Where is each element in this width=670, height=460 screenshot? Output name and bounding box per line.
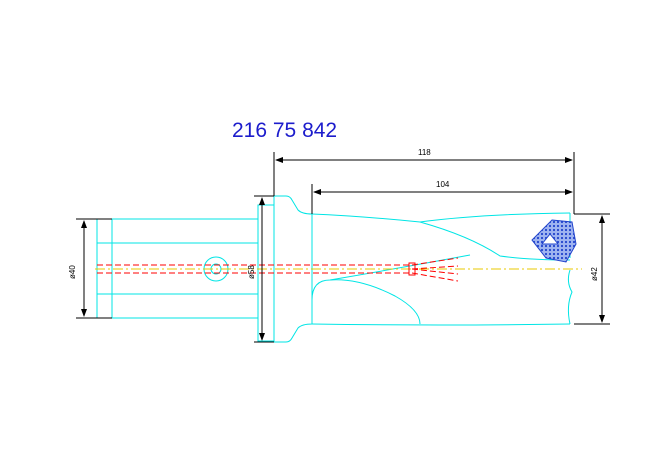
dim-drill-diameter: ø42: [590, 267, 599, 281]
dim-flange-diameter: ø58: [247, 265, 256, 279]
tool-outline: [96, 195, 573, 343]
dimension-lines: [76, 152, 610, 343]
coolant-channels: [97, 257, 459, 282]
part-number: 216 75 842: [232, 119, 337, 142]
dim-overall-length: 118: [418, 148, 431, 157]
coolant-junction: [408, 262, 416, 276]
dim-body-length: 104: [436, 180, 450, 189]
cutting-insert: [531, 219, 577, 263]
dim-shank-diameter: ø40: [68, 265, 77, 279]
